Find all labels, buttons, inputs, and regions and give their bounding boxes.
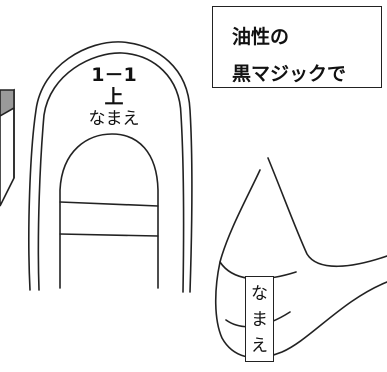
shoe-opening-outline	[59, 133, 159, 289]
box-edge-illustration	[0, 88, 15, 207]
note-line-1: 油性の	[232, 26, 290, 48]
front-shoe-number: 1－1	[91, 64, 137, 86]
shoe-front-view	[28, 41, 193, 293]
side-name-tag-text: なまえ	[251, 284, 268, 356]
note-line-2: 黒マジックで	[232, 63, 347, 85]
shoe-side-view	[214, 157, 387, 359]
front-shoe-direction: 上	[104, 86, 124, 108]
front-shoe-name: なまえ	[88, 109, 140, 129]
shoe-inner-outline	[37, 52, 185, 293]
instruction-note-box: 油性の 黒マジックで	[212, 6, 382, 88]
shoe-strap-lower	[59, 233, 159, 237]
shoe-outer-outline	[28, 41, 193, 293]
side-back-outline	[214, 169, 387, 359]
shoe-strap-upper	[59, 201, 159, 207]
side-name-tag: なまえ	[245, 276, 274, 362]
side-front-outline	[267, 157, 387, 268]
